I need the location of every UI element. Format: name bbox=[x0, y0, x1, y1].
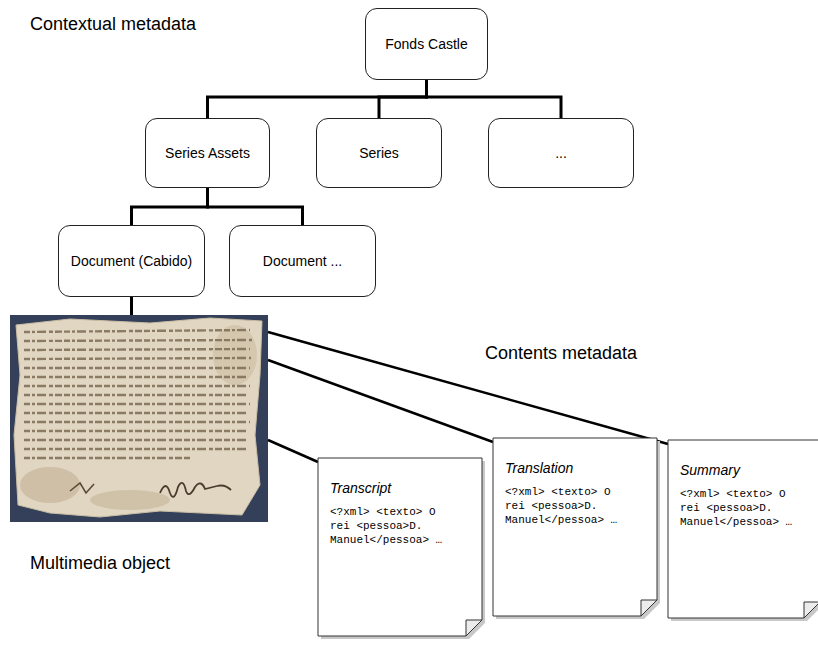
document-box: Document ... bbox=[229, 225, 376, 297]
page-heading: Translation bbox=[505, 460, 657, 477]
signature bbox=[70, 483, 94, 493]
page-fold bbox=[804, 602, 818, 618]
box-label: Document ... bbox=[263, 253, 342, 270]
box-label: Fonds Castle bbox=[385, 36, 467, 53]
series-box: Series Assets bbox=[145, 118, 270, 188]
page-sheet bbox=[668, 440, 818, 618]
script-lines bbox=[24, 330, 252, 458]
box-label: Document (Cabido) bbox=[71, 253, 192, 270]
connector-line bbox=[268, 440, 318, 462]
page-sheet bbox=[493, 438, 657, 616]
xml-snippet: <?xml> <texto> O rei <pessoa>D. Manuel</… bbox=[330, 505, 450, 548]
xml-page: Transcript <?xml> <texto> O rei <pessoa>D… bbox=[318, 458, 482, 636]
box-label: Series bbox=[359, 145, 399, 162]
stain bbox=[90, 490, 170, 510]
signature bbox=[160, 483, 231, 497]
series-box: ... bbox=[488, 118, 634, 188]
manuscript-photo bbox=[10, 315, 268, 522]
document-box: Document (Cabido) bbox=[58, 225, 205, 297]
section-label: Contextual metadata bbox=[30, 14, 196, 35]
photo-background bbox=[10, 315, 268, 522]
connector-line bbox=[427, 80, 562, 118]
xml-page: Summary <?xml> <texto> O rei <pessoa>D. M… bbox=[668, 440, 818, 618]
parchment bbox=[14, 318, 262, 517]
page-fold bbox=[641, 600, 657, 616]
connector-line bbox=[379, 80, 427, 118]
connector-line bbox=[208, 80, 427, 118]
xml-page: Translation <?xml> <texto> O rei <pessoa>… bbox=[493, 438, 657, 616]
series-box: Series bbox=[316, 118, 442, 188]
stain bbox=[20, 467, 80, 503]
page-fold bbox=[466, 620, 482, 636]
xml-snippet: <?xml> <texto> O rei <pessoa>D. Manuel</… bbox=[680, 487, 800, 530]
fonds-box: Fonds Castle bbox=[365, 8, 488, 80]
connector-line bbox=[130, 297, 133, 315]
connector-line bbox=[132, 188, 208, 225]
page-heading: Transcript bbox=[330, 480, 482, 497]
section-label: Contents metadata bbox=[485, 343, 637, 364]
multimedia-object: Multimedia object bbox=[10, 315, 268, 522]
connector-line bbox=[268, 360, 493, 442]
xml-snippet: <?xml> <texto> O rei <pessoa>D. Manuel</… bbox=[505, 485, 625, 528]
connector-line bbox=[268, 332, 668, 444]
object-caption: Multimedia object bbox=[30, 553, 170, 574]
page-sheet bbox=[318, 458, 482, 636]
box-label: Series Assets bbox=[165, 145, 250, 162]
connector-line bbox=[208, 188, 303, 225]
box-label: ... bbox=[555, 145, 567, 162]
page-heading: Summary bbox=[680, 462, 818, 479]
